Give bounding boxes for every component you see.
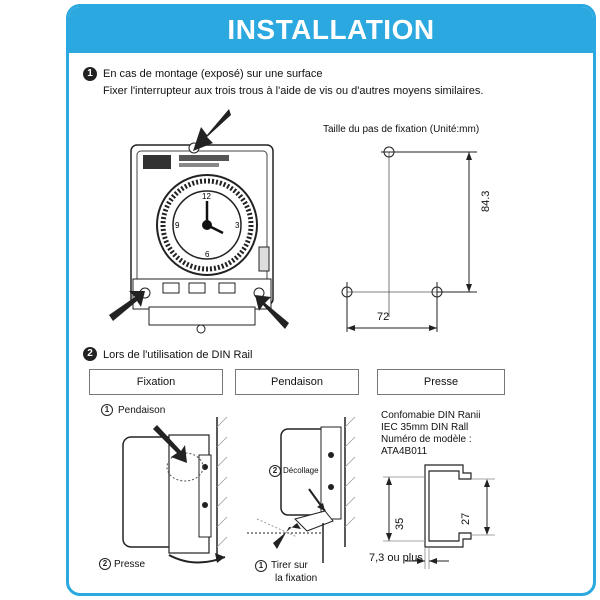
svg-text:9: 9: [175, 221, 180, 230]
box-presse: Presse: [377, 369, 505, 395]
box-fixation: Fixation: [89, 369, 223, 395]
din-dim-73: 7,3 ou plus: [369, 552, 423, 564]
din-line-4: ATA4B011: [381, 446, 428, 457]
pitch-diagram: [341, 146, 477, 332]
fixation-step-2: 2: [99, 558, 111, 570]
svg-text:6: 6: [205, 250, 210, 259]
pendaison-label-fixation: la fixation: [275, 573, 318, 584]
fixation-diagram: [122, 416, 228, 564]
pitch-height-value: 84.3: [480, 190, 492, 212]
svg-text:3: 3: [235, 221, 240, 230]
fixation-step-1: 1: [101, 404, 113, 416]
pendaison-label-tirer: Tirer sur: [271, 560, 308, 571]
installation-panel: INSTALLATION 1 En cas de montage (exposé…: [66, 4, 596, 596]
step-2-badge: 2: [83, 347, 97, 361]
svg-text:12: 12: [202, 192, 211, 201]
pendaison-diagram: [247, 416, 356, 563]
pendaison-label-decollage: Décollage: [283, 466, 319, 475]
timer-switch-diagram: 12 3 6 9: [109, 109, 289, 334]
fixation-label-presse: Presse: [114, 559, 146, 570]
pitch-title: Taille du pas de fixation (Unité:mm): [323, 124, 480, 135]
fixation-label-pendaison: Pendaison: [118, 405, 166, 416]
din-dim-35: 35: [394, 517, 406, 530]
step-1-line-2: Fixer l'interrupteur aux trois trous à l…: [103, 85, 484, 97]
page-title: INSTALLATION: [69, 7, 593, 53]
step-1-badge: 1: [83, 67, 97, 81]
din-line-2: IEC 35mm DIN Rall: [381, 422, 469, 433]
step-2-title: Lors de l'utilisation de DIN Rail: [103, 349, 253, 361]
din-line-1: Confomabie DIN Ranii: [381, 410, 481, 421]
pitch-width-value: 72: [377, 311, 390, 323]
din-line-3: Numéro de modèle :: [381, 434, 472, 445]
box-pendaison: Pendaison: [235, 369, 359, 395]
din-dim-27: 27: [460, 512, 472, 525]
din-rail-profile: [383, 464, 495, 569]
pendaison-step-2: 2: [269, 465, 281, 477]
step-1-line-1: En cas de montage (exposé) sur une surfa…: [103, 68, 323, 80]
pendaison-step-1: 1: [255, 560, 267, 572]
